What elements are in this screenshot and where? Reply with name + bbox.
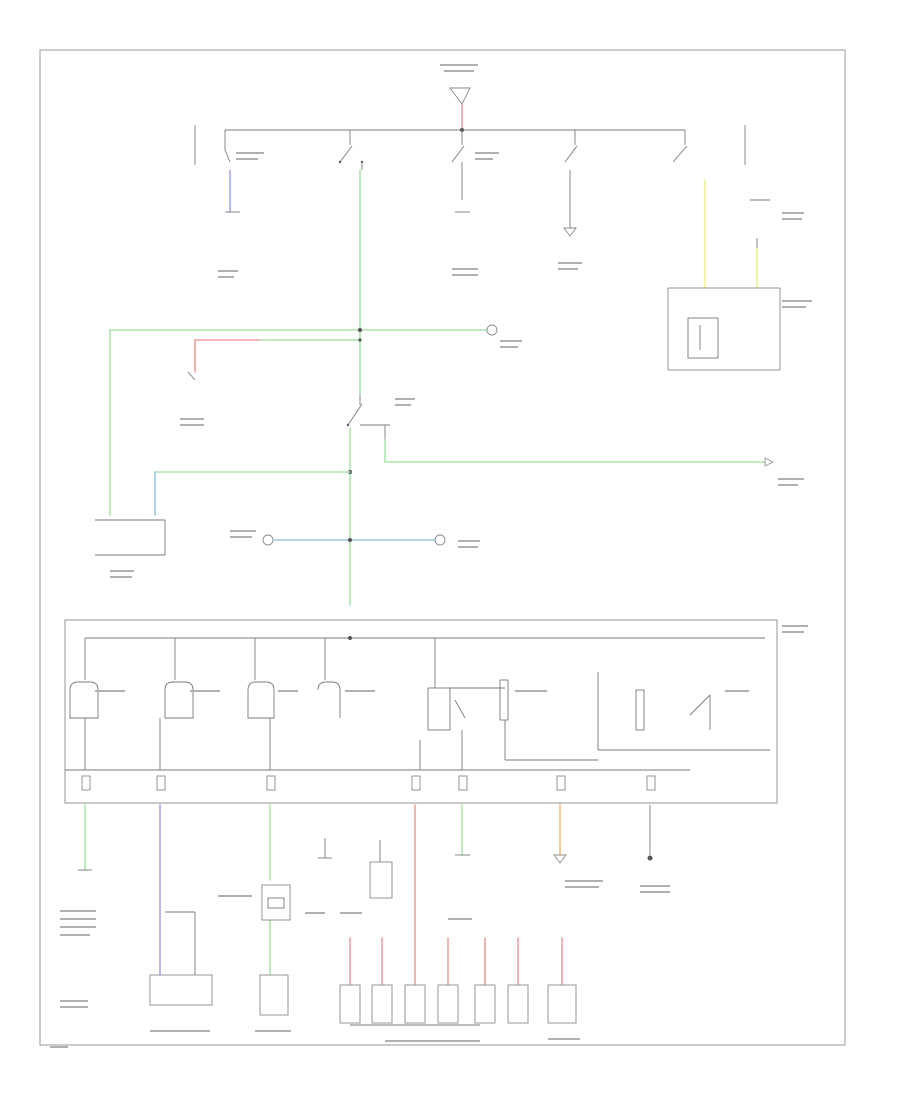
output-wires bbox=[78, 804, 653, 986]
bottom-center-components bbox=[261, 838, 393, 921]
left-splice-branch bbox=[95, 470, 352, 556]
relay-right bbox=[597, 672, 770, 751]
fuse-7 bbox=[646, 775, 656, 791]
injector-5 bbox=[474, 937, 496, 1024]
injector-1 bbox=[339, 937, 361, 1024]
branch-center-switch bbox=[451, 130, 470, 213]
relay-box-upper-right bbox=[667, 287, 781, 371]
fuse-relay-box bbox=[64, 619, 778, 804]
relay-coils bbox=[69, 681, 341, 770]
top-power-feed bbox=[194, 87, 746, 165]
fuse-3 bbox=[266, 775, 276, 791]
injector-3 bbox=[404, 984, 426, 1024]
fuse-1 bbox=[81, 775, 91, 791]
fuse-row bbox=[65, 769, 690, 791]
branch-ignition-switch bbox=[338, 130, 364, 170]
fuse-2 bbox=[156, 775, 166, 791]
branch-right-switch-b bbox=[672, 130, 770, 289]
injector-4 bbox=[437, 937, 459, 1024]
relay-switch-center bbox=[419, 679, 598, 770]
blue-green-crossover bbox=[262, 534, 446, 546]
injector-connectors bbox=[339, 937, 577, 1026]
diagram-frame bbox=[39, 49, 846, 1046]
injector-2 bbox=[371, 937, 393, 1024]
main-green-trunk bbox=[109, 169, 498, 516]
branch-left-switch bbox=[224, 130, 240, 213]
injector-6 bbox=[507, 937, 529, 1024]
fuse-5 bbox=[458, 775, 468, 791]
ignition-coil bbox=[547, 937, 577, 1024]
fuse-4 bbox=[411, 775, 421, 791]
ignition-relay-switch bbox=[346, 395, 774, 606]
label-marks bbox=[50, 64, 812, 1048]
fuse-6 bbox=[556, 775, 566, 791]
branch-right-switch-a bbox=[563, 130, 578, 237]
bottom-left-module bbox=[149, 911, 289, 1016]
